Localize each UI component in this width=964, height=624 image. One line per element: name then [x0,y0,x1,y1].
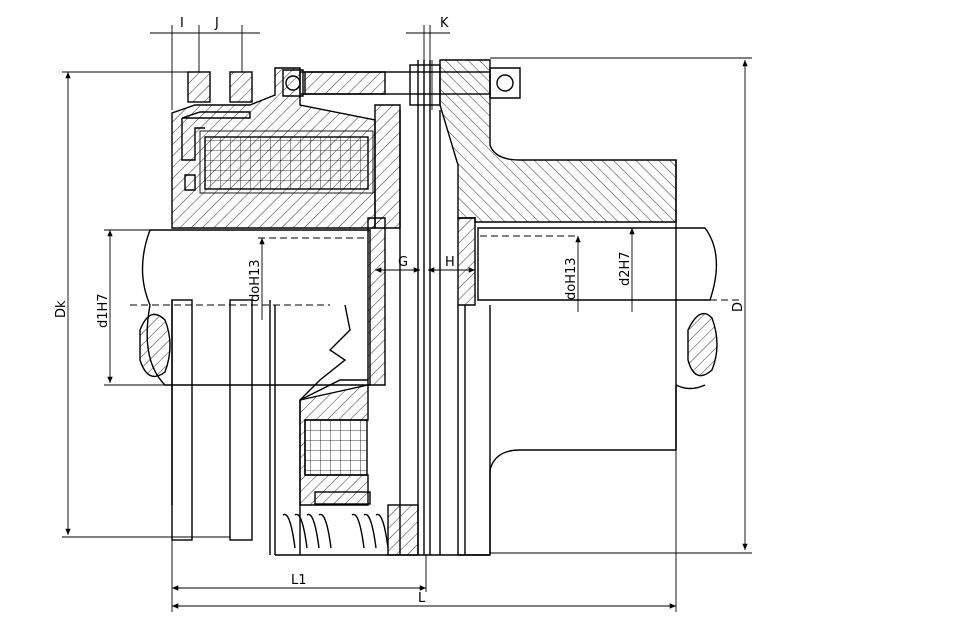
nut-left-circle [285,75,301,91]
magnet-coil [204,136,369,190]
label-J: J [214,16,219,31]
nut-right-circle [496,74,514,92]
nut-left [282,69,304,97]
housing-notch [184,174,196,191]
right-hub-lower [457,305,677,556]
label-L: L [418,591,426,606]
right-shaft-break [687,312,718,377]
right-hub [439,59,677,223]
dimensions [62,25,752,612]
label-d2: d2H7 [618,251,633,286]
left-shaft [141,229,371,386]
nut-right [489,67,521,99]
label-K: K [440,16,449,31]
label-Dk: Dk [54,300,69,318]
left-shaft-break [139,313,171,378]
upper-section [171,59,677,555]
label-do-right: doH13 [564,257,579,300]
lower-housing [299,384,369,506]
insert-right [457,217,476,306]
label-H: H [445,255,455,270]
insert-left [367,217,386,386]
disc-J [229,299,253,541]
spring-block [387,504,419,556]
disc-I [171,299,193,541]
spring-bar [314,491,371,505]
bolt-sleeve [304,71,386,95]
lower-coil [304,419,368,476]
stud-I [187,71,211,103]
armature-plate [374,104,401,229]
label-D: D [731,302,746,312]
break-line [299,304,351,401]
stud-J [229,71,253,103]
housing-slot [181,111,251,119]
coil-frame [199,130,374,194]
label-G: G [398,255,408,270]
shafts [130,227,740,386]
springs [282,491,419,556]
housing-slot-inner [181,118,205,161]
right-shaft [477,227,718,301]
lower-view [171,160,706,556]
label-do-left: doH13 [248,259,263,302]
bolt-spacer [409,64,441,106]
label-d1: d1H7 [96,293,111,328]
label-L1: L1 [291,573,307,588]
label-I: I [180,16,184,31]
